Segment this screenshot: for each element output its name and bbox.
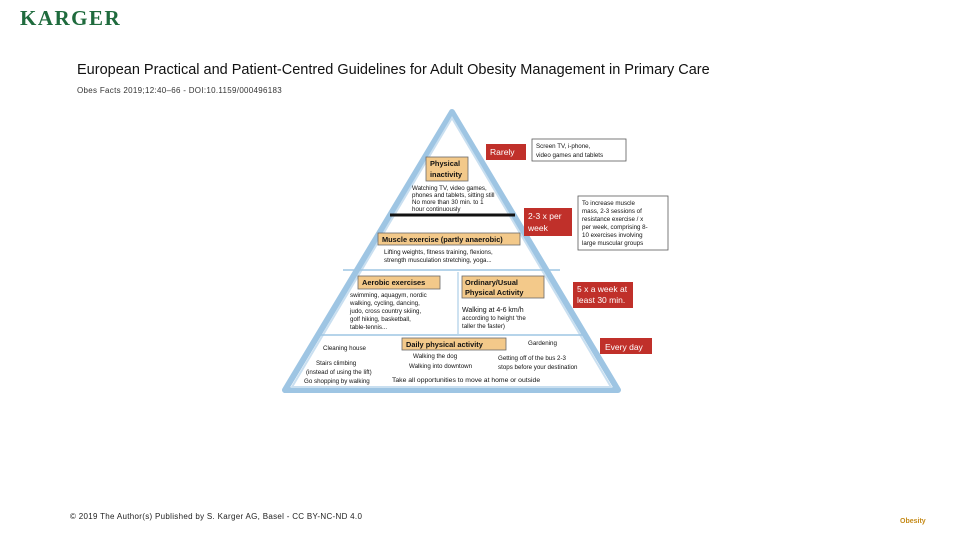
copyright-footer: © 2019 The Author(s) Published by S. Kar…: [70, 512, 363, 521]
ordinary-text-3: taller the faster): [462, 323, 505, 330]
week-label-line1: 2-3 x per: [528, 211, 562, 221]
screen-note-1: Screen TV, i-phone,: [536, 143, 591, 150]
screen-note-box: [531, 138, 627, 162]
week-box: [524, 208, 572, 236]
ordinary-text-2: according to height 'the: [462, 315, 526, 322]
aerobic-text-5: table-tennis...: [350, 324, 387, 331]
rarely-box: [486, 144, 526, 160]
inactivity-text-4: hour continuously: [412, 206, 461, 213]
daily-left-text-3: Go shopping by walking: [304, 378, 370, 385]
muscle-note-6: large muscular groups: [582, 240, 643, 247]
inactivity-text-2: phones and tablets, sitting still: [412, 192, 495, 199]
daily-right-text-2: stops before your destination: [498, 364, 578, 371]
slide-title: European Practical and Patient-Centred G…: [77, 62, 710, 78]
gardening: Gardening: [528, 340, 557, 347]
five-week-box: [573, 282, 633, 308]
muscle-label: Muscle exercise (partly anaerobic): [382, 235, 503, 244]
cleaning-house: Cleaning house: [323, 345, 367, 352]
daily-label-box: [401, 337, 507, 351]
week-label-line2: week: [527, 223, 549, 233]
ordinary-label-line1: Ordinary/Usual: [465, 278, 518, 287]
aerobic-text-2: walking, cycling, dancing,: [349, 300, 420, 307]
ordinary-label-box: [461, 275, 545, 299]
every-day-label: Every day: [605, 342, 644, 352]
screen-note-2: video games and tablets: [536, 152, 603, 159]
five-week-line2: least 30 min.: [577, 295, 625, 305]
inactivity-label-line1: Physical: [430, 159, 460, 168]
muscle-label-box: [377, 232, 521, 246]
aerobic-text-3: judo, cross country skiing,: [349, 308, 421, 315]
muscle-text-1: Lifting weights, fitness training, flexi…: [384, 249, 493, 256]
inactivity-label-line2: inactivity: [430, 170, 463, 179]
pyramid-outline: [282, 109, 621, 393]
daily-right-text-1: Getting off of the bus 2-3: [498, 355, 567, 362]
inactivity-label-box: [425, 156, 469, 182]
muscle-note-4: per week, comprising 8-: [582, 224, 648, 231]
daily-bottom-text: Take all opportunities to move at home o…: [392, 377, 540, 384]
muscle-text-2: strength musculation stretching, yoga...: [384, 257, 492, 264]
daily-label: Daily physical activity: [406, 340, 484, 349]
daily-center-text-1: Walking the dog: [413, 353, 458, 360]
citation: Obes Facts 2019;12:40–66 - DOI:10.1159/0…: [77, 86, 283, 95]
karger-logo: KARGER: [20, 6, 122, 30]
aerobic-text-1: swimming, aquagym, nordic: [350, 292, 427, 299]
muscle-note-1: To increase muscle: [582, 200, 636, 207]
aerobic-label: Aerobic exercises: [362, 278, 425, 287]
inactivity-text-1: Watching TV, video games,: [412, 185, 487, 192]
every-day-box: [600, 338, 652, 354]
five-week-line1: 5 x a week at: [577, 284, 628, 294]
daily-left-text-1: Stairs climbing: [316, 360, 357, 367]
aerobic-text-4: golf hiking, basketball,: [350, 316, 411, 323]
obesity-facts-logo: Obesity: [900, 518, 926, 525]
inactivity-text-3: No more than 30 min. to 1: [412, 199, 484, 206]
rarely-label: Rarely: [490, 147, 515, 157]
aerobic-label-box: [357, 275, 441, 290]
muscle-note-5: 10 exercises involving: [582, 232, 643, 239]
daily-left-text-2: (instead of using the lift): [306, 369, 372, 376]
muscle-note-box: [577, 195, 669, 251]
muscle-note-3: resistance exercise / x: [582, 216, 644, 223]
ordinary-label-line2: Physical Activity: [465, 288, 524, 297]
daily-center-text-2: Walking into downtown: [409, 363, 473, 370]
ordinary-text-1: Walking at 4-6 km/h: [462, 307, 524, 314]
muscle-note-2: mass, 2-3 sessions of: [582, 208, 642, 215]
